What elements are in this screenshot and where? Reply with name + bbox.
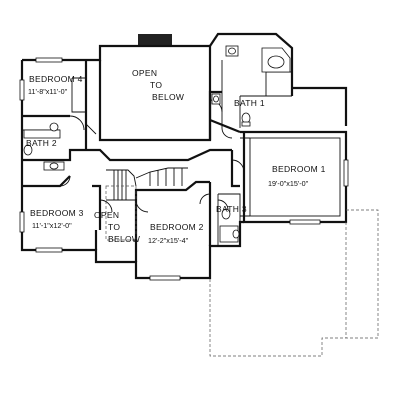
open-to-below-stair-line1: OPEN — [94, 210, 119, 220]
interior-walls — [22, 60, 292, 262]
staircase — [105, 167, 188, 241]
bath-1-label: BATH 1 — [234, 98, 265, 108]
open-to-below-top-line2: TO — [150, 80, 162, 90]
doors — [59, 99, 245, 213]
deck-outline — [209, 209, 379, 357]
windows — [19, 57, 349, 281]
bedroom-1-label: BEDROOM 1 — [272, 164, 326, 174]
chimney — [138, 34, 172, 46]
open-to-below-top-line3: BELOW — [152, 92, 184, 102]
bedroom-4-dims: 11'-8"x11'-0" — [28, 87, 68, 96]
bath-3-label: BATH 3 — [216, 204, 247, 214]
bedroom-3-label: BEDROOM 3 — [30, 208, 84, 218]
bedroom-4-label: BEDROOM 4 — [29, 74, 83, 84]
bath-2-label: BATH 2 — [26, 138, 57, 148]
bedroom-2-dims: 12'-2"x15'-4" — [148, 236, 189, 245]
open-to-below-stair-line3: BELOW — [108, 234, 140, 244]
bedroom-2-label: BEDROOM 2 — [150, 222, 204, 232]
fixtures — [23, 45, 291, 243]
bedroom-1-inner-wall — [249, 137, 341, 217]
open-to-below-stair-line2: TO — [108, 222, 120, 232]
bedroom-1-dims: 19'-0"x15'-0" — [268, 179, 309, 188]
open-to-below-top-line1: OPEN — [132, 68, 157, 78]
bedroom-3-dims: 11'-1"x12'-0" — [32, 221, 72, 230]
